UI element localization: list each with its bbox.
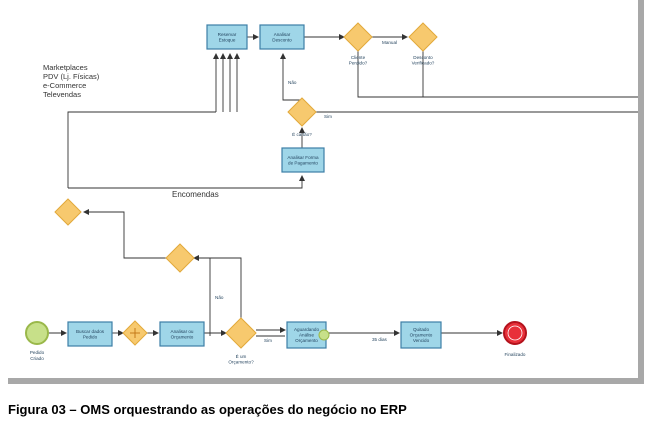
flow-label-sim-bottom: Sim [264, 338, 272, 343]
flow-label-35-dias: 35 dias [372, 337, 388, 342]
task-label: Analisar Forma [287, 155, 319, 160]
gateway-label: Perdido? [349, 61, 368, 66]
sequence-flows [48, 34, 638, 337]
flow-label-encomendas: Encomendas [172, 190, 219, 199]
task-label: Pedido [83, 334, 98, 339]
task-label: Analisar [274, 32, 291, 37]
gateway-label: Verificado? [412, 61, 435, 66]
task-label: Analisar ou [171, 329, 194, 334]
flow-label-manual: Manual [382, 40, 397, 45]
end-event [503, 321, 527, 345]
channel-pdv: PDV (Lj. Físicas) [43, 72, 100, 81]
task-label: Desconto [272, 37, 292, 42]
start-event [25, 321, 49, 345]
task-label: Orçamento [295, 338, 318, 343]
gateway-diamond [225, 317, 257, 349]
task-label: de Pagamento [288, 160, 318, 165]
start-event-label-2: Criado [30, 356, 44, 361]
gateway-diamond [343, 22, 373, 52]
channel-marketplaces: Marketplaces [43, 63, 88, 72]
gateway-diamond [54, 198, 82, 226]
gateway-diamond [165, 243, 195, 273]
task-label: Reservar [218, 32, 237, 37]
task-box [206, 24, 248, 50]
gateway-label: É um [236, 353, 247, 359]
start-event-label-1: Pedido [30, 350, 45, 355]
task-label: Análise [299, 333, 315, 338]
flow-label-sim-top: Sim [324, 114, 332, 119]
task-box [159, 321, 205, 347]
task-label: Estoque [219, 37, 236, 42]
task-box [67, 321, 113, 347]
gateway-diamond [287, 97, 317, 127]
plus-icon [130, 328, 140, 338]
channel-televendas: Televendas [43, 90, 81, 99]
channel-ecommerce: e-Commerce [43, 81, 86, 90]
gateway-label: É cartão? [292, 131, 312, 137]
flow-label-nao-bottom: Não [215, 295, 224, 300]
gateway-label: Orçamento? [228, 360, 254, 365]
bpmn-diagram: ReservarEstoqueAnalisarDescontoAnalisar … [25, 22, 638, 365]
gateway-diamond [408, 22, 438, 52]
task-box [259, 24, 305, 50]
task-box [281, 147, 325, 173]
gateway-channels [54, 198, 82, 226]
task-label: Quitado [413, 327, 430, 332]
flow-label-nao-top: Não [288, 80, 297, 85]
task-label: Buscar dados [76, 329, 105, 334]
gateway-return [165, 243, 195, 273]
boundary-timer-icon [318, 329, 330, 341]
gateway-label: Cliente [351, 55, 366, 60]
figure-caption: Figura 03 – OMS orquestrando as operaçõe… [8, 402, 407, 417]
end-event-label: Finalizado [505, 352, 526, 357]
gateway-label: Desconto [413, 55, 433, 60]
task-label: Orçamento [410, 333, 433, 338]
task-label: Aguardando [294, 327, 319, 332]
task-box [400, 321, 442, 349]
task-label: Vencido [413, 338, 430, 343]
task-label: Orçamento [171, 334, 194, 339]
end-event-ring [507, 325, 523, 341]
gateway-e-cartao: É cartão? [287, 97, 317, 137]
